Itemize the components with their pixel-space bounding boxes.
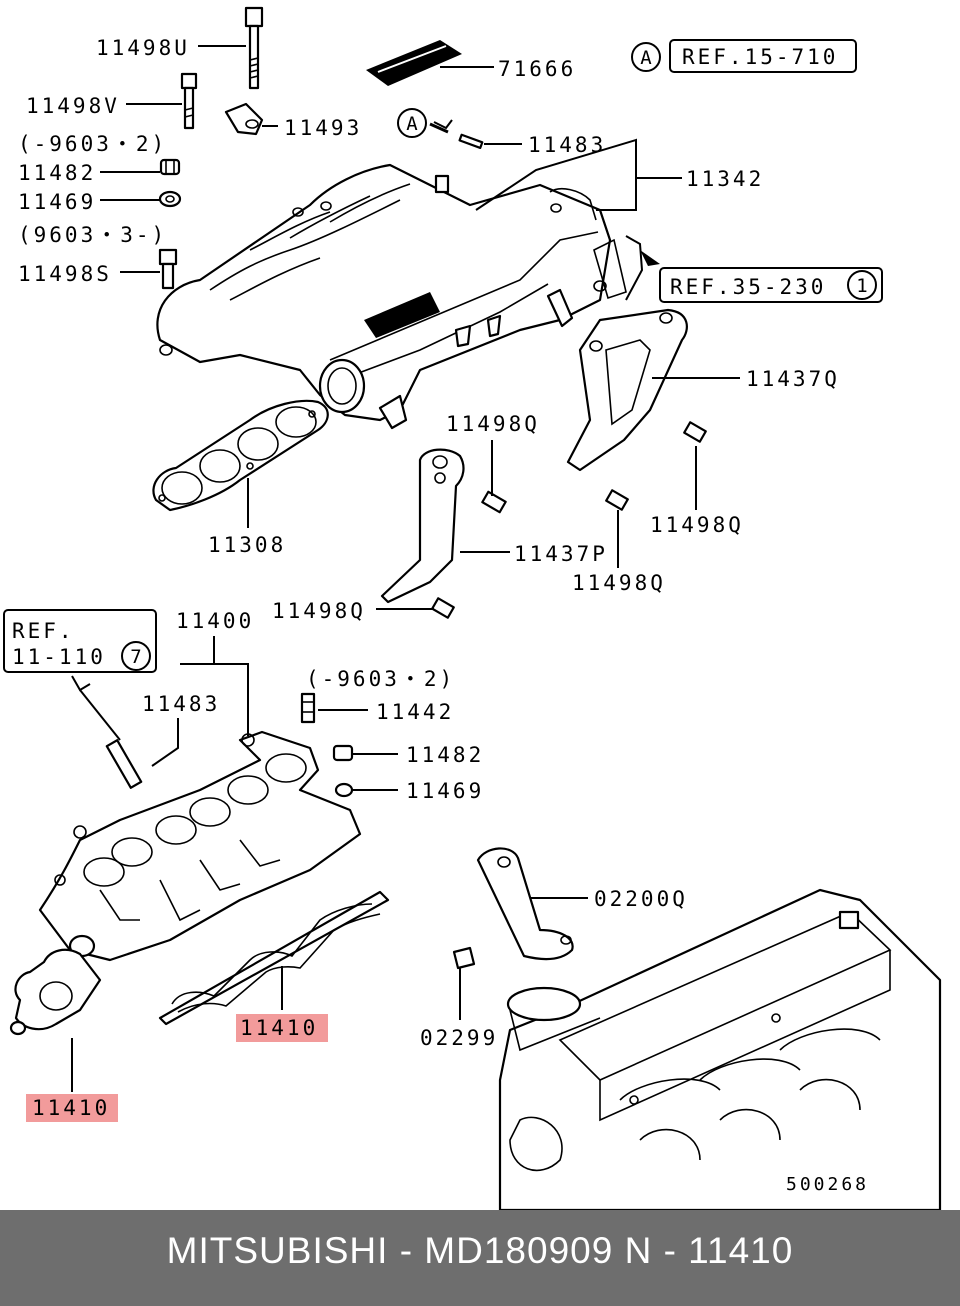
washer-11469-mid-drawing (334, 782, 354, 798)
gasket-11410-left (9, 948, 102, 1036)
exploded-view-drawing: A REF.15-710 A REF.35-230 1 REF. 11-110 … (3, 6, 942, 1212)
label-11498q-a: 11498Q (446, 412, 540, 436)
label-11410-left: 11410 (32, 1096, 110, 1120)
ref-35-230-number: 1 (856, 275, 867, 297)
highlight-11410-right (236, 1014, 328, 1042)
reference-marker-a-arrow: A (397, 108, 427, 138)
label-range-9603-2-mid: (-9603・2) (306, 667, 455, 691)
label-11498q-c: 11498Q (572, 571, 666, 595)
label-11483-top: 11483 (528, 133, 606, 157)
stud-11483-mid-drawing (71, 675, 143, 789)
bracket-11493-drawing (224, 102, 264, 136)
bracket-02200q (476, 847, 574, 961)
bolt-11498u-drawing (244, 6, 264, 90)
stud-11442-drawing (300, 692, 316, 724)
label-02200q: 02200Q (594, 887, 688, 911)
label-11469-mid: 11469 (406, 779, 484, 803)
bolt-02299-drawing (452, 946, 476, 970)
label-11342: 11342 (686, 167, 764, 191)
stud-11483-top-drawing (429, 119, 484, 150)
footer-part-info: MITSUBISHI - MD180909 N - 11410 (166, 1230, 794, 1271)
upper-intake-plenum-11342 (156, 163, 627, 430)
diagram-number: 500268 (786, 1174, 869, 1195)
label-11482-mid: 11482 (406, 743, 484, 767)
ref-15-710-label: REF.15-710 (682, 45, 838, 69)
label-range-9603-2-top: (-9603・2) (18, 132, 167, 156)
label-11498u: 11498U (96, 36, 190, 60)
stay-11437p (380, 448, 465, 604)
nut-11482-mid-drawing (332, 744, 354, 762)
label-range-9603-3: (9603・3-) (18, 223, 167, 247)
label-11400: 11400 (176, 609, 254, 633)
label-11308: 11308 (208, 533, 286, 557)
marker-a-arrow-label: A (406, 113, 418, 135)
lower-intake-manifold-11400 (38, 730, 362, 962)
label-02299: 02299 (420, 1026, 498, 1050)
bolts-11498q-drawing (431, 421, 707, 619)
reference-box-35-230: REF.35-230 1 (640, 250, 883, 303)
label-11437q: 11437Q (746, 367, 840, 391)
nut-11482-drawing (159, 158, 181, 176)
marker-a-label: A (640, 47, 652, 69)
ref-11-110-line1: REF. (12, 619, 75, 643)
label-11493: 11493 (284, 116, 362, 140)
highlight-11410-left (26, 1094, 118, 1122)
label-11442: 11442 (376, 700, 454, 724)
label-11498q-b: 11498Q (650, 513, 744, 537)
label-11498s: 11498S (18, 262, 112, 286)
stay-11437q (566, 308, 688, 472)
label-11410-right: 11410 (240, 1016, 318, 1040)
plate-71666-drawing (366, 40, 462, 86)
washer-11469-drawing (158, 190, 182, 208)
label-71666: 71666 (498, 57, 576, 81)
label-11498v: 11498V (26, 94, 120, 118)
reference-box-11-110: REF. 11-110 7 (3, 609, 157, 673)
ref-11-110-line2: 11-110 (12, 645, 106, 669)
label-11482-top: 11482 (18, 161, 96, 185)
footer-bar (0, 1210, 960, 1306)
ref-11-110-number: 7 (130, 646, 141, 668)
bolt-11498s-drawing (158, 248, 178, 290)
label-11469-top: 11469 (18, 190, 96, 214)
label-11498q-d: 11498Q (272, 599, 366, 623)
part-labels: 11498U 71666 11498V 11493 (-9603・2) 1148… (18, 36, 869, 1195)
bolt-11498v-drawing (180, 72, 198, 130)
gasket-11410-right (158, 890, 390, 1026)
leader-lines (71, 45, 740, 1092)
reference-box-a: A REF.15-710 (631, 39, 857, 73)
label-11483-mid: 11483 (142, 692, 220, 716)
gasket-11308 (152, 399, 329, 512)
ref-35-230-label: REF.35-230 (670, 275, 826, 299)
label-11437p: 11437P (514, 542, 608, 566)
